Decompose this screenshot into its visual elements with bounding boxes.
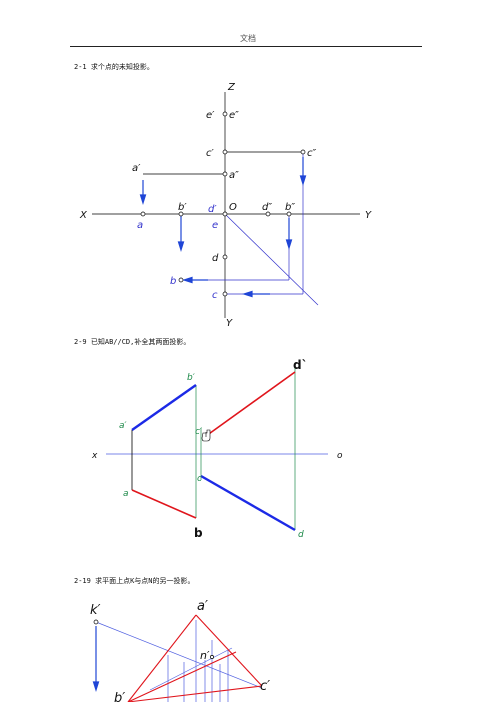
label-b: b (194, 526, 203, 540)
label-b-prime: b′ (178, 202, 187, 213)
label-c-prime: c′ (206, 148, 214, 159)
label-c-double-prime: c″ (307, 148, 316, 159)
label-d: d (212, 253, 219, 264)
label-a: a (123, 489, 129, 499)
label-a-prime: a′ (197, 599, 208, 614)
label-c: c (197, 474, 202, 484)
label-y-right: Y (365, 210, 372, 221)
label-o: o (337, 451, 343, 461)
45-degree-line (224, 213, 319, 306)
label-a: a (137, 220, 143, 231)
label-x: X (79, 210, 88, 221)
label-d-prime: d′ (208, 204, 217, 215)
label-e: e (212, 220, 218, 231)
cd-front-projection (205, 371, 296, 437)
page-header-title: 文档 (240, 34, 256, 43)
label-x: x (91, 451, 98, 461)
label-d-double-prime: d″ (262, 202, 272, 213)
label-y-bottom: Y (226, 318, 233, 329)
problem-2-9-title: 2-9 已知AB//CD,补全其两面投影。 (74, 338, 191, 346)
label-a-prime: a′ (132, 163, 141, 174)
label-k-prime: k′ (90, 603, 101, 618)
label-e-double-prime: e″ (229, 110, 239, 121)
label-d-backtick: d` (293, 358, 308, 372)
triangle-abc-front (127, 614, 263, 702)
label-z: Z (227, 82, 236, 93)
ab-front-projection (131, 384, 197, 431)
label-o: O (229, 202, 237, 213)
ab-top-projection (131, 489, 197, 519)
label-b-prime: b′ (187, 373, 195, 383)
label-c: c (212, 290, 218, 301)
label-e-prime: e′ (206, 110, 215, 121)
label-a-double-prime: a″ (229, 170, 239, 181)
problem-2-1-title: 2-1 求个点的未知投影。 (74, 63, 154, 71)
label-b: b (170, 276, 176, 287)
label-b-prime: b′ (114, 691, 125, 702)
label-d: d (298, 530, 304, 540)
label-a-prime: a′ (119, 421, 127, 431)
label-c-prime: c′ (195, 427, 202, 437)
label-b-double-prime: b″ (285, 202, 295, 213)
label-n-prime: n′ (200, 649, 210, 662)
header-rule (70, 46, 422, 47)
label-c-prime: c′ (260, 679, 270, 694)
problem-2-19-title: 2-19 求平面上点K与点N的另一投影。 (74, 577, 195, 585)
cd-top-projection (200, 474, 296, 532)
hand-cursor-icon (201, 429, 211, 442)
